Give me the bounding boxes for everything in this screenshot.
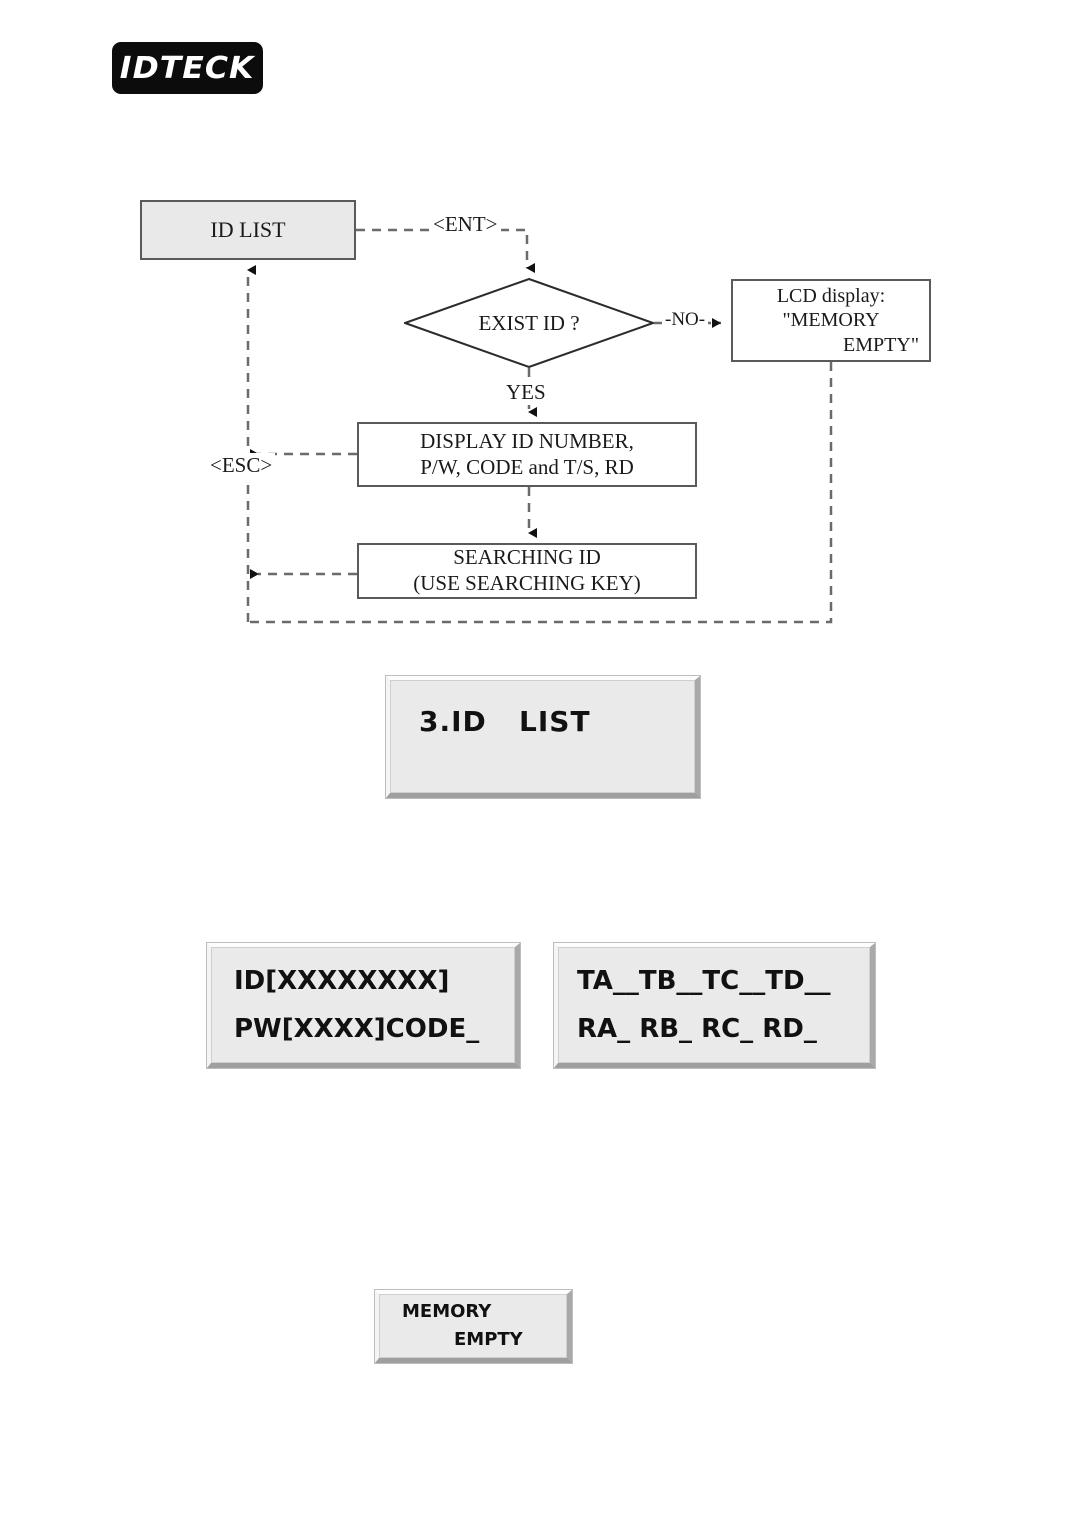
- lcd-panel-time-relay: TA__TB__TC__TD__ RA_ RB_ RC_ RD_: [554, 943, 875, 1068]
- idteck-logo-text: IDTECK: [120, 50, 255, 86]
- edge-label-escape: <ESC>: [207, 453, 276, 478]
- edge-lcdmsg-bottom-return: [248, 362, 833, 624]
- flowchart-diagram: ID LIST EXIST ID ? LCD display: "MEMORY …: [0, 0, 1081, 700]
- lcd-panel-id-password-screen: ID[XXXXXXXX] PW[XXXX]CODE_: [211, 947, 515, 1063]
- flow-node-lcd-message-line2: "MEMORY: [782, 309, 880, 332]
- lcd-panel-memory-empty-screen: MEMORY EMPTY: [379, 1294, 567, 1358]
- flow-decision-label: EXIST ID ?: [478, 310, 580, 335]
- diamond-shape: [404, 278, 654, 368]
- flow-node-display-info: DISPLAY ID NUMBER, P/W, CODE and T/S, RD: [357, 422, 697, 487]
- lcd-panel-memory-empty-line2: EMPTY: [454, 1329, 523, 1350]
- flow-node-display-info-line2: P/W, CODE and T/S, RD: [420, 454, 634, 479]
- lcd-panel-menu-line1: 3.ID LIST: [419, 705, 591, 738]
- flow-node-searching-id-line2: (USE SEARCHING KEY): [413, 571, 641, 595]
- edge-idlist-to-exist: [356, 228, 535, 273]
- lcd-panel-time-relay-line2: RA_ RB_ RC_ RD_: [577, 1014, 817, 1044]
- flow-node-searching-id: SEARCHING ID (USE SEARCHING KEY): [357, 543, 697, 599]
- lcd-panel-memory-empty-line1: MEMORY: [402, 1301, 492, 1323]
- lcd-panel-memory-empty: MEMORY EMPTY: [375, 1290, 572, 1363]
- idteck-logo: IDTECK: [112, 42, 263, 94]
- flow-node-lcd-message: LCD display: "MEMORY EMPTY": [731, 279, 931, 362]
- flow-node-lcd-message-line3: EMPTY": [843, 333, 919, 356]
- flow-node-lcd-message-line1: LCD display:: [776, 284, 886, 307]
- lcd-panel-time-relay-line1: TA__TB__TC__TD__: [577, 965, 831, 996]
- lcd-panel-id-password-line1: ID[XXXXXXXX]: [234, 965, 450, 996]
- flow-node-searching-id-line1: SEARCHING ID: [453, 545, 601, 570]
- flow-node-display-info-line1: DISPLAY ID NUMBER,: [420, 428, 634, 453]
- lcd-panel-time-relay-screen: TA__TB__TC__TD__ RA_ RB_ RC_ RD_: [558, 947, 870, 1063]
- edge-label-yes: YES: [503, 380, 549, 405]
- lcd-panel-id-password-line2: PW[XXXX]CODE_: [234, 1014, 480, 1044]
- lcd-panel-menu: 3.ID LIST: [386, 676, 700, 798]
- edge-label-enter: <ENT>: [430, 212, 501, 237]
- lcd-panel-id-password: ID[XXXXXXXX] PW[XXXX]CODE_: [207, 943, 520, 1068]
- flow-node-id-list-label: ID LIST: [210, 217, 286, 242]
- flow-node-id-list: ID LIST: [140, 200, 356, 260]
- lcd-panel-menu-screen: 3.ID LIST: [390, 680, 695, 793]
- flow-decision-exist-id: EXIST ID ?: [404, 278, 654, 368]
- edge-label-no: -NO-: [662, 309, 709, 331]
